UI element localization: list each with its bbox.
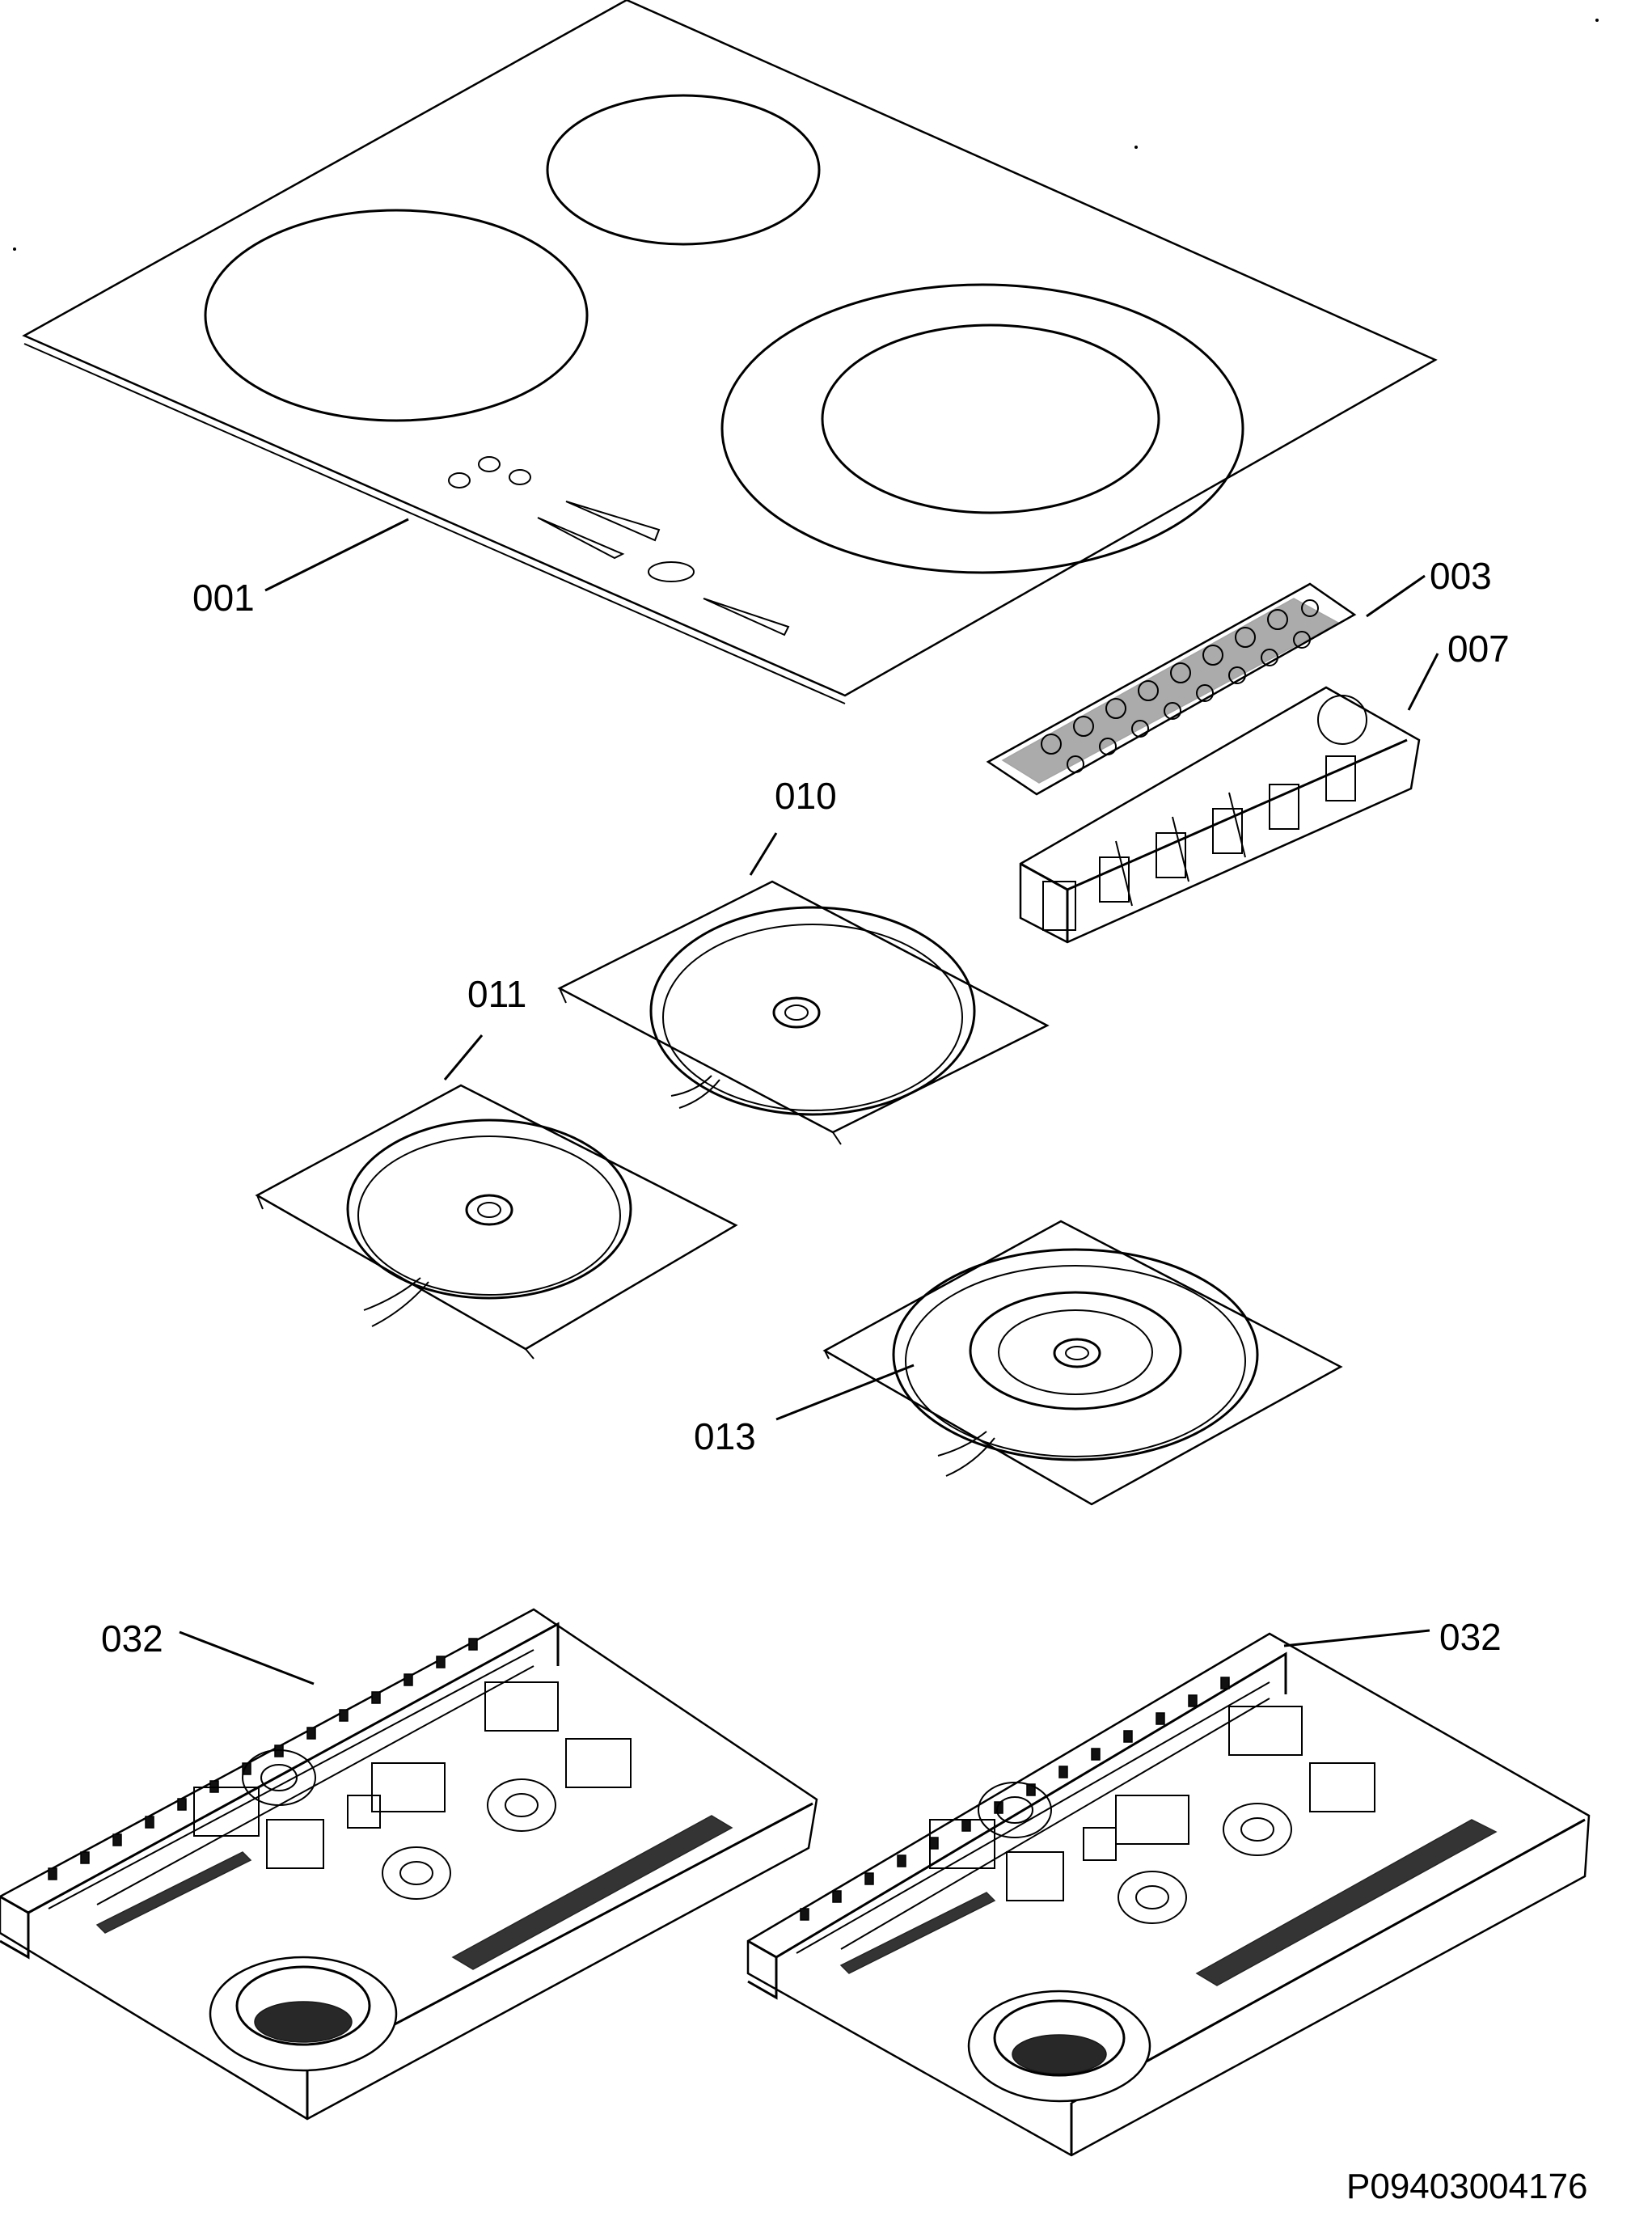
leader-011 xyxy=(443,1034,484,1081)
callout-013: 013 xyxy=(694,1415,756,1457)
control-pcb-part xyxy=(986,582,1357,796)
heating-element-010-part xyxy=(557,880,1050,1145)
callout-001: 001 xyxy=(192,577,255,619)
callout-labels: 001 003 007 010 011 013 032 032 P0940300… xyxy=(101,555,1588,2206)
heating-element-011-part xyxy=(255,1084,738,1360)
speck xyxy=(1134,146,1138,149)
speck xyxy=(13,247,16,251)
callout-003: 003 xyxy=(1430,555,1492,597)
leader-010 xyxy=(749,832,778,876)
glass-top-part xyxy=(22,0,1438,704)
callout-007: 007 xyxy=(1447,628,1510,670)
leader-007 xyxy=(1407,653,1439,711)
base-unit-right-part xyxy=(746,1632,1591,2157)
callout-032-left: 032 xyxy=(101,1618,163,1660)
leader-013 xyxy=(775,1364,915,1421)
callout-032-right: 032 xyxy=(1439,1616,1502,1658)
heating-element-013-part xyxy=(822,1220,1343,1506)
leader-001 xyxy=(264,518,409,592)
speck xyxy=(1595,19,1599,22)
callout-011: 011 xyxy=(467,973,526,1015)
leader-lines xyxy=(179,518,1439,1685)
leader-032-right xyxy=(1283,1629,1430,1647)
base-unit-left-part xyxy=(0,1608,818,2121)
leader-032-left xyxy=(179,1630,315,1685)
pcb-holder-part xyxy=(1019,686,1421,944)
drawing-code: P09403004176 xyxy=(1346,2167,1588,2206)
leader-003 xyxy=(1366,574,1426,618)
callout-010: 010 xyxy=(775,775,837,817)
